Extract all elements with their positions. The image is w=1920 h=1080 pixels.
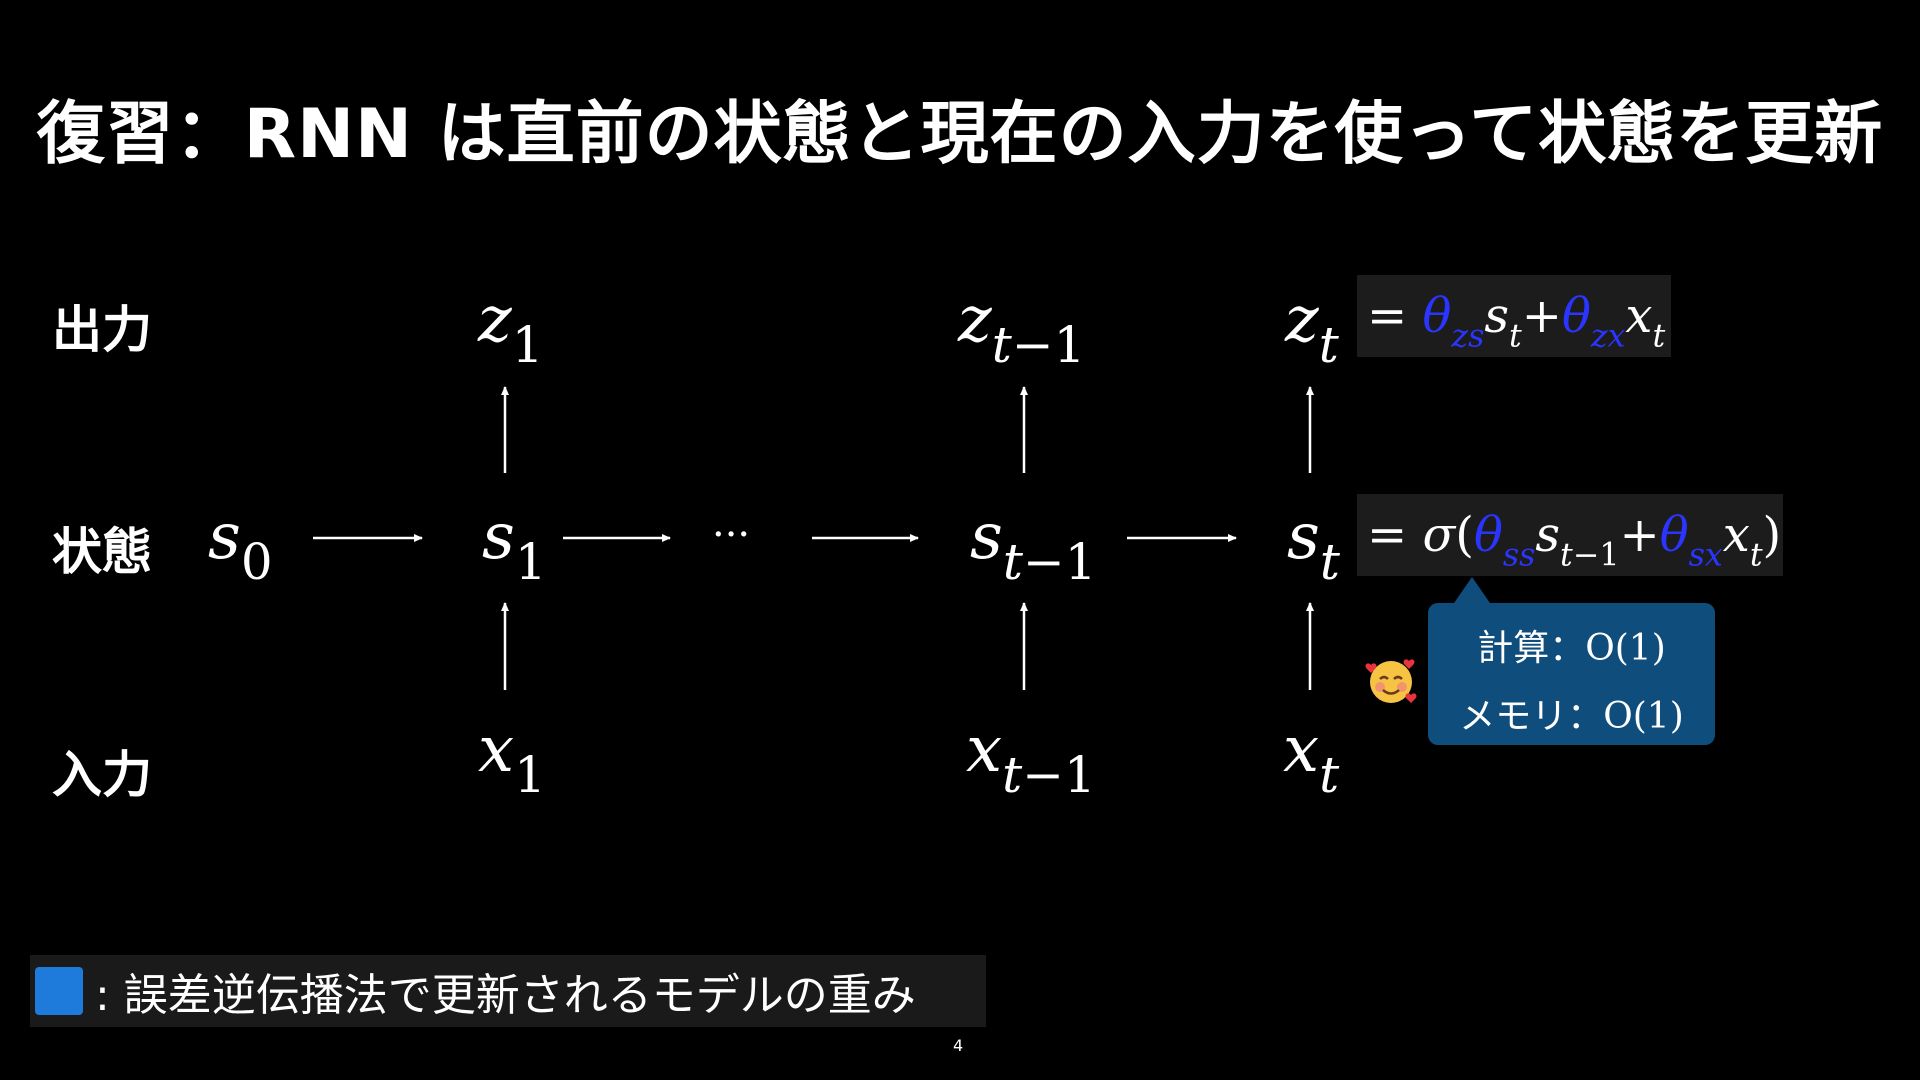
- var-s1: s1: [482, 500, 547, 591]
- var-x-t-minus-1: xt−1: [966, 713, 1096, 804]
- var-z1: z1: [478, 283, 544, 374]
- blue-square-icon: [35, 967, 83, 1015]
- output-equation: = θzsst+θzxxt: [1357, 275, 1671, 357]
- row-label-output: 出力: [52, 301, 152, 359]
- page-number: 4: [953, 1036, 964, 1055]
- var-x1: x1: [478, 713, 546, 804]
- complexity-callout: 計算：O(1) メモリ：O(1): [1428, 577, 1715, 745]
- ellipsis: ···: [712, 512, 751, 558]
- legend-text: : 誤差逆伝播法で更新されるモデルの重み: [95, 970, 916, 1021]
- var-z-t: zt: [1285, 283, 1339, 374]
- smiling-face-with-hearts-icon: [1365, 659, 1417, 703]
- weight-legend: : 誤差逆伝播法で更新されるモデルの重み: [30, 955, 986, 1027]
- var-s-t: st: [1287, 500, 1340, 591]
- var-z-t-minus-1: zt−1: [958, 283, 1086, 374]
- compute-value: O(1): [1585, 628, 1666, 669]
- row-label-state: 状態: [52, 523, 152, 581]
- memory-line: メモリ：O(1): [1459, 696, 1684, 737]
- var-s0: s0: [208, 500, 273, 591]
- compute-line: 計算：O(1): [1477, 628, 1666, 669]
- state-equation: = σ(θssst−1+θsxxt): [1357, 494, 1783, 576]
- slide-title: 復習：RNN は直前の状態と現在の入力を使って状態を更新: [36, 95, 1884, 174]
- var-x-t: xt: [1283, 713, 1340, 804]
- var-s-t-minus-1: st−1: [970, 500, 1097, 591]
- row-label-input: 入力: [52, 746, 152, 804]
- memory-value: O(1): [1603, 696, 1684, 737]
